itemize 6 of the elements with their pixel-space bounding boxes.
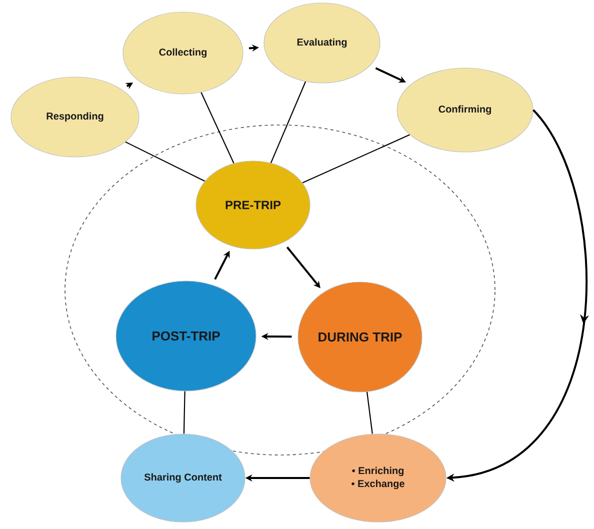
connector-line [125, 141, 205, 182]
connector-line [302, 134, 410, 184]
connector-line [200, 92, 234, 164]
connector-line [270, 81, 306, 164]
connector-line [183, 391, 186, 434]
connector-line [366, 392, 373, 434]
